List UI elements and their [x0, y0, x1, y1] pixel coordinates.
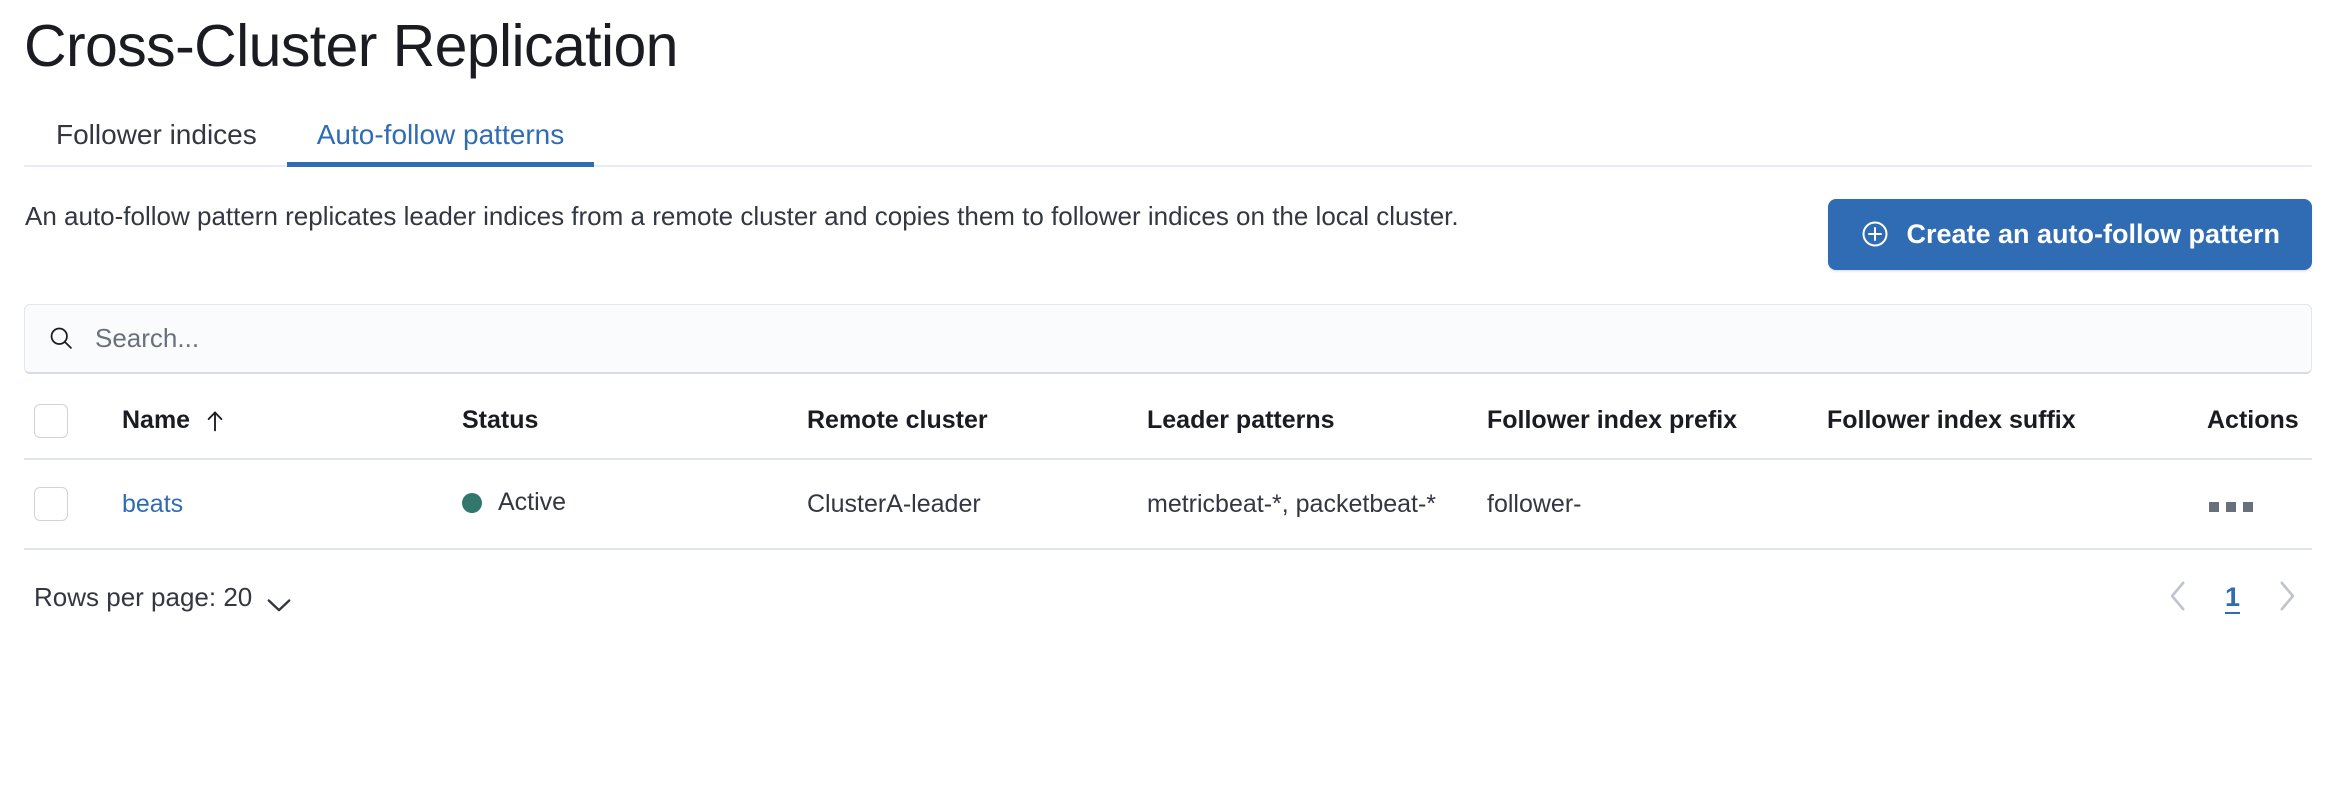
name-sort-control[interactable]: Name: [122, 406, 226, 435]
rows-per-page-label: Rows per page: 20: [34, 581, 253, 612]
more-actions-dot-1: [2209, 501, 2219, 512]
status-badge: Active: [462, 488, 566, 517]
auto-follow-pattern-link[interactable]: beats: [122, 489, 184, 518]
table-footer: Rows per page: 20 1: [24, 580, 2312, 614]
search-input[interactable]: [95, 304, 2289, 372]
row-name-cell: beats: [112, 458, 452, 551]
plus-in-circle-icon: [1860, 219, 1890, 249]
row-follower-index-prefix-cell: follower-: [1477, 458, 1817, 551]
pagination-previous-button[interactable]: [2163, 580, 2193, 614]
row-select-cell: [24, 458, 112, 551]
page-title: Cross-Cluster Replication: [24, 13, 678, 79]
more-actions-dot-2: [2226, 501, 2236, 512]
column-header-actions: Actions: [2197, 399, 2312, 460]
table-header: Name Status Remote cluster: [24, 399, 2312, 460]
tab-auto-follow-patterns[interactable]: Auto-follow patterns: [286, 118, 595, 167]
row-leader-patterns-cell: metricbeat-*, packetbeat-*: [1137, 458, 1477, 551]
pagination: 1: [2163, 580, 2302, 614]
table-header-row: Name Status Remote cluster: [24, 399, 2312, 460]
row-follower-index-suffix-cell: [1817, 458, 2197, 551]
column-header-follower-index-prefix[interactable]: Follower index prefix: [1477, 399, 1817, 460]
search-bar[interactable]: [24, 303, 2312, 374]
leader-patterns-value: metricbeat-*, packetbeat-*: [1147, 489, 1437, 518]
column-header-actions-label: Actions: [2207, 406, 2299, 435]
intro-description: An auto-follow pattern replicates leader…: [25, 200, 1459, 231]
more-actions-dot-3: [2243, 501, 2253, 512]
create-auto-follow-pattern-button[interactable]: Create an auto-follow pattern: [1828, 198, 2312, 270]
row-remote-cluster-cell: ClusterA-leader: [797, 458, 1137, 551]
column-header-name-label: Name: [122, 406, 191, 435]
tab-auto-follow-patterns-label: Auto-follow patterns: [316, 118, 565, 150]
table-body: beats Active ClusterA-leader metricbeat-…: [24, 458, 2312, 551]
column-header-leader-patterns-label: Leader patterns: [1147, 406, 1335, 435]
chevron-left-icon: [2167, 580, 2189, 615]
column-header-follower-index-suffix[interactable]: Follower index suffix: [1817, 399, 2197, 460]
column-header-remote-cluster-label: Remote cluster: [807, 406, 988, 435]
pagination-next-button[interactable]: [2272, 580, 2302, 614]
chevron-down-icon: [266, 589, 292, 612]
tab-follower-indices-label: Follower indices: [56, 118, 257, 150]
column-header-follower-index-suffix-label: Follower index suffix: [1827, 406, 2076, 435]
column-header-follower-index-prefix-label: Follower index prefix: [1487, 406, 1738, 435]
arrow-up-icon: [204, 409, 226, 433]
search-icon: [47, 324, 75, 352]
column-header-status-label: Status: [462, 406, 539, 435]
row-actions-cell: [2197, 458, 2312, 551]
select-all-checkbox[interactable]: [34, 403, 68, 438]
status-dot-icon: [462, 492, 482, 513]
column-header-remote-cluster[interactable]: Remote cluster: [797, 399, 1137, 460]
row-status-cell: Active: [452, 458, 797, 551]
status-label: Active: [498, 488, 567, 517]
column-header-name[interactable]: Name: [112, 399, 452, 460]
pagination-page-1[interactable]: 1: [2219, 582, 2246, 613]
tab-bar: Follower indices Auto-follow patterns: [24, 107, 2312, 167]
table-row: beats Active ClusterA-leader metricbeat-…: [24, 458, 2312, 551]
column-header-leader-patterns[interactable]: Leader patterns: [1137, 399, 1477, 460]
chevron-right-icon: [2276, 580, 2298, 615]
intro-section: An auto-follow pattern replicates leader…: [24, 197, 2312, 270]
rows-per-page-selector[interactable]: Rows per page: 20: [34, 582, 292, 613]
row-checkbox[interactable]: [34, 487, 68, 522]
column-header-status[interactable]: Status: [452, 399, 797, 460]
more-actions-icon[interactable]: [2207, 496, 2255, 518]
column-header-select-all: [24, 399, 112, 460]
tab-follower-indices[interactable]: Follower indices: [24, 118, 287, 165]
create-auto-follow-pattern-label: Create an auto-follow pattern: [1906, 218, 2280, 249]
auto-follow-patterns-table: Name Status Remote cluster: [24, 399, 2312, 551]
